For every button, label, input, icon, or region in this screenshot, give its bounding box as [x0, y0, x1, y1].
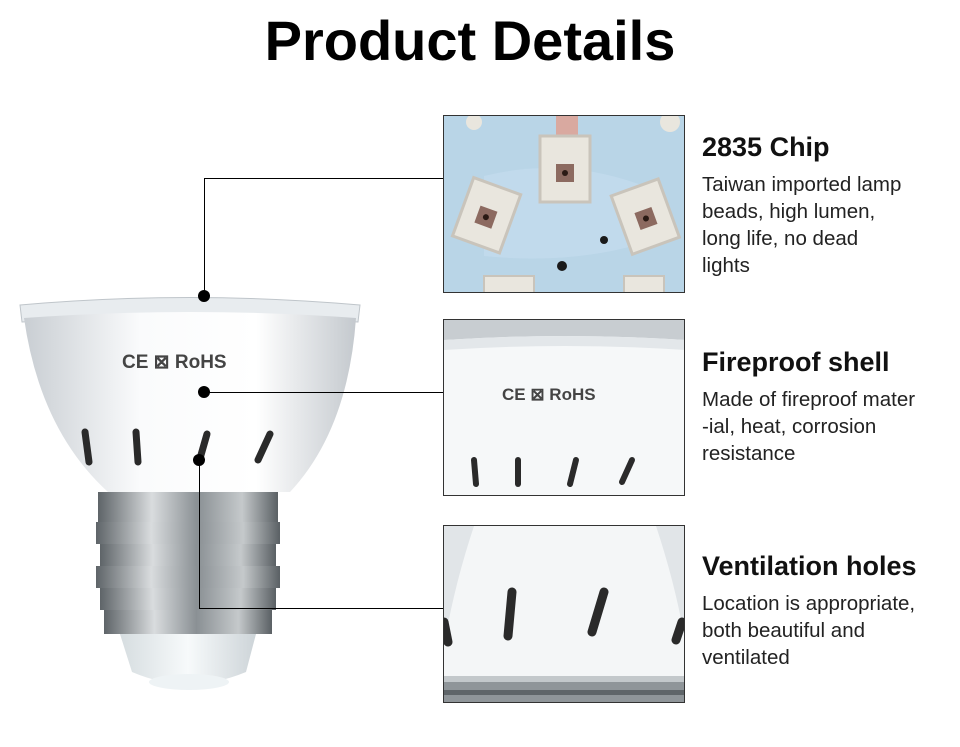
callout-line-vents — [199, 460, 200, 608]
vents-closeup-image — [443, 525, 685, 703]
feature-heading: Ventilation holes — [702, 551, 917, 581]
page-title: Product Details — [264, 9, 676, 72]
callout-dot-chip — [198, 290, 210, 302]
callout-line-shell — [204, 392, 443, 393]
chip-closeup-image — [443, 115, 685, 293]
callout-line-chip-h — [204, 178, 443, 179]
feature-description: Taiwan imported lamp beads, high lumen, … — [702, 173, 902, 277]
shell-marking-text: CE ⊠ RoHS — [502, 385, 596, 404]
bulb-marking-text: CE ⊠ RoHS — [122, 352, 227, 373]
feature-description: Location is appropriate, both beautiful … — [702, 592, 916, 669]
feature-ventilation-holes: Ventilation holes Location is appropriat… — [702, 551, 957, 671]
feature-fireproof-shell: Fireproof shell Made of fireproof mater … — [702, 347, 957, 467]
callout-line-chip — [204, 178, 205, 292]
callout-line-vents-h — [199, 608, 443, 609]
feature-heading: 2835 Chip — [702, 132, 830, 162]
feature-chip: 2835 Chip Taiwan imported lamp beads, hi… — [702, 132, 957, 279]
feature-heading: Fireproof shell — [702, 347, 890, 377]
shell-closeup-image: CE ⊠ RoHS — [443, 319, 685, 496]
feature-description: Made of fireproof mater -ial, heat, corr… — [702, 388, 916, 465]
